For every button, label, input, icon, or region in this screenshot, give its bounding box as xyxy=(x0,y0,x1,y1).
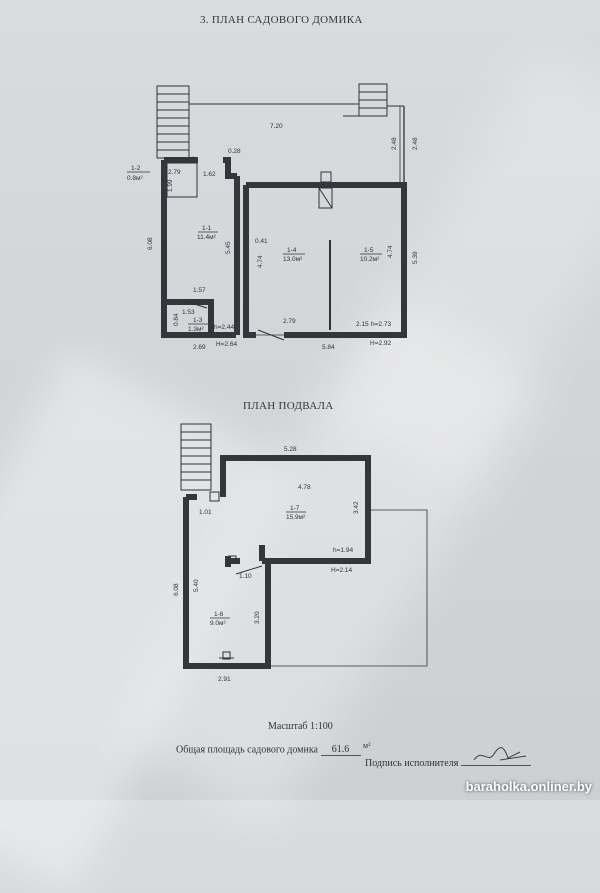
dim-269: 2.69 xyxy=(193,344,206,351)
dim-478: 4.78 xyxy=(298,484,311,491)
dim-539: 5.39 xyxy=(412,251,419,264)
dim-h194: h=1.94 xyxy=(333,547,353,554)
dim-342: 3.42 xyxy=(353,501,360,514)
dim-545: 5.45 xyxy=(225,241,232,254)
area-unit: м² xyxy=(363,741,371,750)
room-id: 1-3 xyxy=(193,317,203,324)
dim-110: 1.10 xyxy=(239,573,252,580)
stairs-basement xyxy=(180,423,212,491)
dim-h244: h=2.44 xyxy=(214,324,234,331)
plan2-title: ПЛАН ПОДВАЛА xyxy=(243,400,334,412)
dim-584: 5.84 xyxy=(322,344,335,351)
signature-label: Подпись исполнителя xyxy=(365,758,459,769)
document-sheet: 3. ПЛАН САДОВОГО ДОМИКА xyxy=(127,14,592,794)
dim-528: 5.28 xyxy=(284,446,297,453)
dim-279b: 2.79 xyxy=(283,318,296,325)
area-label: Общая площадь садового домика xyxy=(176,744,318,756)
room-area: 1.3м² xyxy=(188,326,205,333)
dim-215: 2.15 xyxy=(356,321,369,328)
dim-199: 1.99 xyxy=(167,179,174,192)
dim-h273: h=2.73 xyxy=(371,321,391,328)
room-id: 1-1 xyxy=(202,225,212,232)
room-area: 15.9м² xyxy=(286,514,306,521)
dim-540: 5.40 xyxy=(193,579,200,592)
dim-H214: H=2.14 xyxy=(331,567,353,574)
room-id: 1-7 xyxy=(290,505,300,512)
room-id: 1-6 xyxy=(214,611,224,618)
dim-248a: 2.48 xyxy=(391,137,398,150)
room-area: 13.0м² xyxy=(283,256,303,263)
dim-028: 0.28 xyxy=(228,148,241,155)
dim-top-width: 7.20 xyxy=(270,123,283,130)
room-area: 11.4м² xyxy=(197,234,217,241)
dim-291: 2.91 xyxy=(218,676,231,683)
dim-608: 6.08 xyxy=(173,583,180,596)
room-area: 0.8м² xyxy=(127,175,144,182)
room-area: 10.2м² xyxy=(360,256,380,263)
dim-084: 0.84 xyxy=(173,313,180,326)
basement-plan: 5.28 4.78 1.01 3.42 h=1.94 1.10 H=2.14 6… xyxy=(173,423,428,683)
signature-icon xyxy=(473,747,527,761)
room-id: 1-5 xyxy=(364,247,374,254)
stairs-right xyxy=(358,83,388,117)
dim-279: 2.79 xyxy=(168,169,181,176)
dim-474a: 4.74 xyxy=(257,255,264,268)
dim-608: 6.08 xyxy=(147,237,154,250)
scale-label: Масштаб 1:100 xyxy=(268,721,333,732)
dim-162: 1.62 xyxy=(203,171,216,178)
dim-474b: 4.74 xyxy=(387,245,394,258)
dim-248b: 2.48 xyxy=(412,137,419,150)
area-value: 61.6 xyxy=(320,744,361,757)
dim-153: 1.53 xyxy=(182,309,195,316)
signature-line: Подпись исполнителя xyxy=(365,758,531,769)
dim-101: 1.01 xyxy=(199,509,212,516)
dim-H264: H=2.64 xyxy=(216,341,238,348)
dim-320: 3.20 xyxy=(254,611,261,624)
dim-H292: H=2.92 xyxy=(370,340,392,347)
room-id: 1-4 xyxy=(287,247,297,254)
watermark: baraholka.onliner.by xyxy=(465,779,592,794)
dim-041: 0.41 xyxy=(255,238,268,245)
area-line: Общая площадь садового домика 61.6 м² xyxy=(176,741,371,757)
room-id: 1-2 xyxy=(131,165,141,172)
plan1-title: 3. ПЛАН САДОВОГО ДОМИКА xyxy=(200,14,363,26)
room-area: 9.0м² xyxy=(210,620,227,627)
stairs-left xyxy=(156,85,190,159)
garden-house-plan: 7.20 0.28 2.79 1.62 1.99 6.08 5.45 0.41 … xyxy=(127,83,419,351)
dim-157: 1.57 xyxy=(193,287,206,294)
